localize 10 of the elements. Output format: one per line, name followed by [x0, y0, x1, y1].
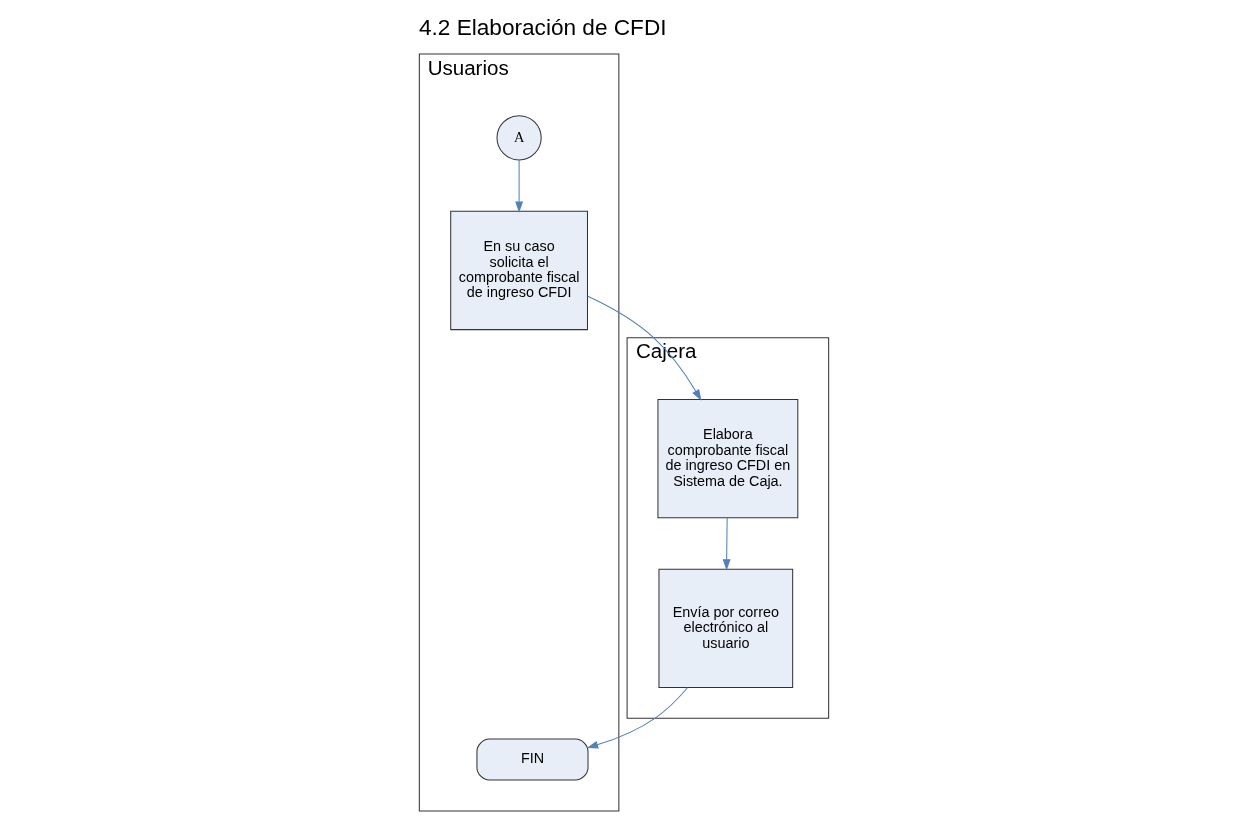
arrow [586, 687, 688, 749]
arrow [515, 159, 524, 213]
node-box: En su caso solicita el comprobante fiscal de ingreso CFDI [450, 210, 588, 331]
node-box: Envía por correo electrónico al usuario [658, 568, 794, 689]
arrow [722, 517, 731, 571]
node-circle: A [496, 115, 542, 161]
diagram-title: 4.2 Elaboración de CFDI [418, 15, 667, 41]
node-box: FIN [476, 738, 589, 781]
node-box: Elabora comprobante fiscal de ingreso CFDI en Sistema de Caja. [657, 399, 799, 519]
arrow [587, 295, 702, 401]
